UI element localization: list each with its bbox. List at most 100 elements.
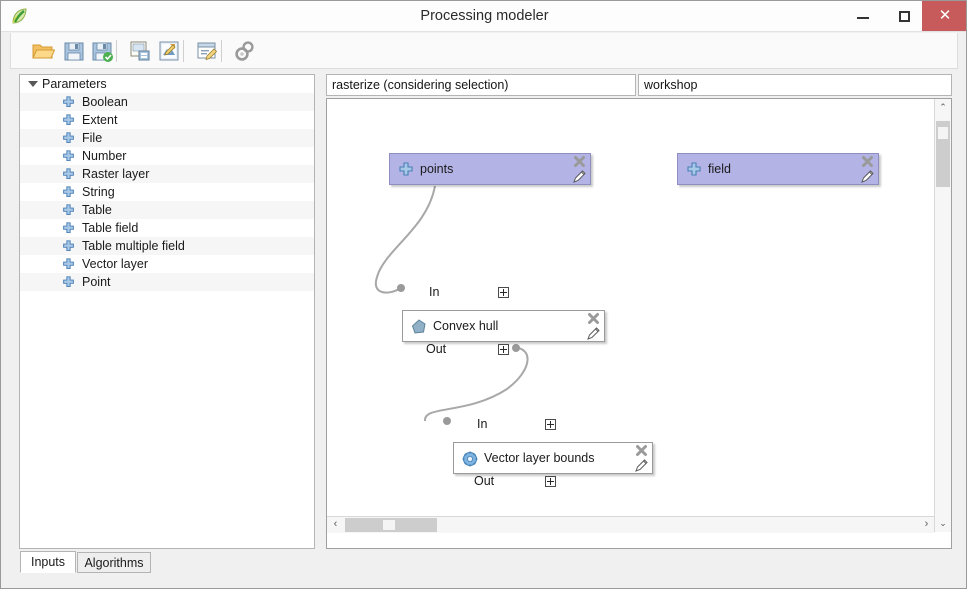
blue-plus-icon — [62, 222, 75, 235]
tree-item-boolean[interactable]: Boolean — [20, 93, 314, 111]
edit-pencil-icon[interactable] — [634, 458, 649, 473]
save-model-as-button[interactable] — [90, 39, 114, 63]
collapse-arrow-icon[interactable] — [28, 81, 38, 87]
tree-item-label: Boolean — [82, 95, 128, 109]
bounds-out-label: Out — [474, 474, 495, 488]
tree-item-raster-layer[interactable]: Raster layer — [20, 165, 314, 183]
bounds-in-expand[interactable] — [545, 419, 556, 430]
tree-item-extent[interactable]: Extent — [20, 111, 314, 129]
model-group-input[interactable]: workshop — [638, 74, 952, 96]
tree-root-parameters[interactable]: Parameters — [20, 75, 314, 93]
close-icon[interactable] — [635, 444, 648, 457]
title-bar: Processing modeler ✕ — [1, 1, 966, 32]
link-endpoint-dot — [443, 417, 451, 425]
scroll-left-icon[interactable]: ‹ — [333, 518, 338, 530]
close-icon[interactable] — [587, 312, 600, 325]
tree-item-label: Extent — [82, 113, 118, 127]
blue-plus-icon — [62, 150, 75, 163]
blue-plus-icon — [686, 162, 702, 178]
export-pdf-button[interactable] — [157, 39, 181, 63]
tree-item-label: Vector layer — [82, 257, 149, 271]
bounds-out-expand[interactable] — [545, 476, 556, 487]
model-canvas-surface[interactable]: points — [327, 99, 935, 533]
convexhull-out-expand[interactable] — [498, 344, 509, 355]
node-vector-layer-bounds[interactable]: Vector layer bounds — [453, 442, 653, 474]
canvas-hscrollbar[interactable]: ‹ › — [327, 516, 935, 533]
edit-help-button[interactable] — [195, 39, 219, 63]
maximize-button[interactable] — [884, 1, 926, 31]
toolbar-separator — [183, 40, 184, 62]
edit-pencil-icon[interactable] — [572, 169, 587, 184]
window-title: Processing modeler — [420, 8, 549, 24]
polygon-icon — [411, 319, 427, 335]
close-icon: ✕ — [938, 7, 952, 24]
tree-item-label: String — [82, 185, 115, 199]
export-image-button[interactable] — [128, 39, 152, 63]
tree-item-label: Table — [82, 203, 112, 217]
run-gears-icon — [235, 41, 254, 61]
minimize-button[interactable] — [842, 1, 884, 31]
tree-item-vector-layer[interactable]: Vector layer — [20, 255, 314, 273]
link-points-to-convexhull — [374, 185, 436, 294]
blue-plus-icon — [62, 96, 75, 109]
qgis-leaf-icon — [9, 6, 30, 27]
link-endpoint-dot — [397, 284, 405, 292]
tree-item-number[interactable]: Number — [20, 147, 314, 165]
tree-item-table[interactable]: Table — [20, 201, 314, 219]
canvas-vscrollbar[interactable]: ⌃ ⌄ — [934, 99, 951, 532]
scroll-up-icon[interactable]: ⌃ — [939, 102, 947, 112]
link-start-dot — [512, 344, 520, 352]
edit-pencil-icon[interactable] — [860, 169, 875, 184]
scroll-down-icon[interactable]: ⌄ — [939, 518, 947, 528]
open-model-button[interactable] — [31, 39, 56, 63]
blue-plus-icon — [62, 276, 75, 289]
node-points[interactable]: points — [389, 153, 591, 185]
node-vector-layer-bounds-label: Vector layer bounds — [484, 451, 595, 465]
tree-item-label: Point — [82, 275, 111, 289]
blue-plus-icon — [398, 162, 414, 178]
close-icon[interactable] — [861, 155, 874, 168]
export-image-icon — [130, 41, 150, 61]
model-canvas[interactable]: points — [326, 98, 952, 549]
edit-pencil-icon[interactable] — [586, 326, 601, 341]
save-icon — [64, 42, 84, 61]
node-convex-hull-label: Convex hull — [433, 319, 499, 333]
node-field[interactable]: field — [677, 153, 879, 185]
blue-plus-icon — [62, 114, 75, 127]
tree-item-file[interactable]: File — [20, 129, 314, 147]
blue-plus-icon — [62, 258, 75, 271]
save-model-button[interactable] — [62, 39, 86, 63]
edit-help-icon — [197, 42, 218, 61]
save-as-icon — [92, 42, 113, 62]
blue-gear-icon — [462, 451, 478, 467]
tree-root-label: Parameters — [42, 77, 107, 91]
tree-item-table-multiple-field[interactable]: Table multiple field — [20, 237, 314, 255]
node-convex-hull[interactable]: Convex hull — [402, 310, 605, 342]
tab-inputs[interactable]: Inputs — [20, 551, 76, 573]
export-pdf-icon — [159, 41, 179, 61]
link-convexhull-to-bounds — [424, 347, 529, 422]
hscroll-grip — [383, 520, 395, 530]
blue-plus-icon — [62, 186, 75, 199]
tree-item-table-field[interactable]: Table field — [20, 219, 314, 237]
vscroll-grip — [938, 127, 948, 139]
node-points-label: points — [420, 162, 454, 176]
scroll-right-icon[interactable]: › — [924, 518, 929, 530]
blue-plus-icon — [62, 240, 75, 253]
node-field-label: field — [708, 162, 731, 176]
convexhull-in-expand[interactable] — [498, 287, 509, 298]
convexhull-in-label: In — [429, 285, 440, 299]
model-name-input[interactable]: rasterize (considering selection) — [326, 74, 636, 96]
tree-item-point[interactable]: Point — [20, 273, 314, 291]
tab-algorithms[interactable]: Algorithms — [77, 552, 151, 573]
tree-item-string[interactable]: String — [20, 183, 314, 201]
close-button[interactable]: ✕ — [922, 1, 966, 31]
run-model-button[interactable] — [233, 39, 257, 63]
tree-item-label: Table multiple field — [82, 239, 185, 253]
tree-item-label: File — [82, 131, 103, 145]
close-icon[interactable] — [573, 155, 586, 168]
